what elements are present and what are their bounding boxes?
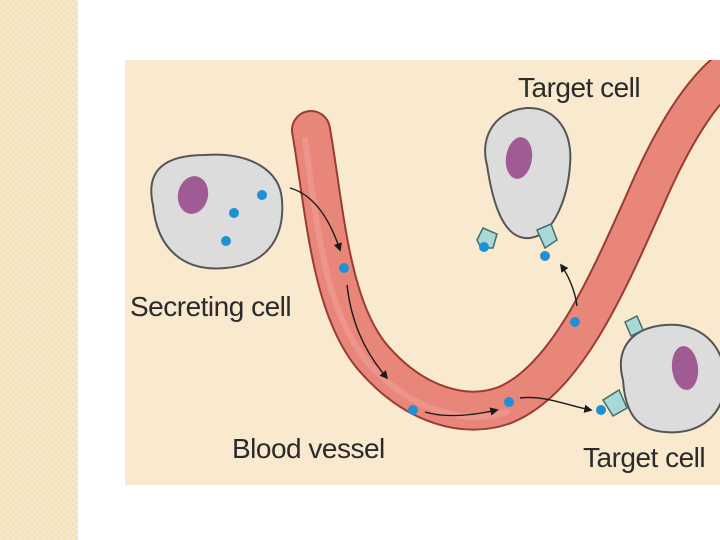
blood-vessel-label: Blood vessel	[232, 433, 385, 464]
arrow-flow-down	[346, 284, 389, 380]
hormone-dot	[570, 317, 580, 327]
arrow-secretion-to-vessel	[289, 187, 342, 252]
target-cell-bottom	[596, 314, 720, 434]
hormone-dot	[504, 397, 514, 407]
secreting-cell	[150, 153, 284, 270]
hormone-dot	[408, 405, 418, 415]
target-cell-bottom-label: Target cell	[583, 442, 706, 473]
arrow-to-bottom-target	[519, 396, 593, 413]
endocrine-signaling-diagram: Secreting cell Blood vessel Target cell …	[125, 60, 720, 485]
target-cell-top-label: Target cell	[518, 72, 641, 103]
hormone-dot	[339, 263, 349, 273]
arrow-to-top-target	[560, 263, 578, 307]
decorative-side-bar	[0, 0, 78, 540]
secreting-cell-label: Secreting cell	[130, 291, 292, 322]
arrow-flow-bottom	[424, 407, 499, 417]
target-cell-top	[476, 106, 572, 261]
